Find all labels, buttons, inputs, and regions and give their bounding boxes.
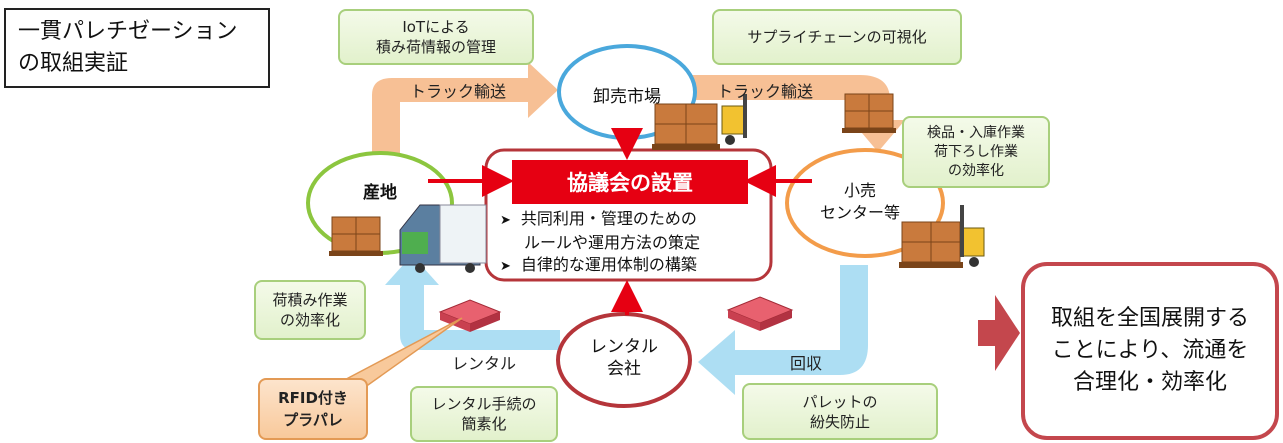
council-title: 協議会の設置 [512, 160, 748, 204]
truck-arrow-1 [372, 62, 558, 160]
diagram-title: 一貫パレチゼーション の取組実証 [4, 8, 270, 88]
council-list: 共同利用・管理のための ルールや運用方法の策定 自律的な運用体制の構築 [500, 208, 765, 278]
council-item-1-cont: ルールや運用方法の策定 [524, 233, 701, 252]
node-retail-label: 小売 センター等 [819, 181, 900, 222]
collection-arrow [698, 265, 868, 395]
council-item-1: 共同利用・管理のための [500, 208, 765, 232]
council-item-2: 自律的な運用体制の構築 [500, 254, 765, 278]
flow-rental-label: レンタル [452, 354, 517, 373]
red-pallet-right-icon [726, 296, 794, 331]
rental-arrow [385, 255, 560, 350]
node-origin-label: 産地 [363, 183, 397, 203]
note-loading: 荷積み作業 の効率化 [254, 280, 366, 340]
node-market-label: 卸売市場 [593, 87, 661, 107]
market-pallet-icon [652, 94, 747, 150]
flow-collection-label: 回収 [790, 354, 823, 373]
flow-truck-label-2: トラック輸送 [717, 82, 814, 101]
result-arrow [978, 295, 1020, 371]
retail-pallet-icon [899, 205, 985, 268]
origin-truck-icon [329, 204, 487, 273]
result-box: 取組を全国展開する ことにより、流通を 合理化・効率化 [1021, 262, 1279, 440]
flow-truck-label-1: トラック輸送 [410, 82, 507, 101]
note-rental-process: レンタル手続の 簡素化 [410, 386, 558, 442]
note-inspection: 検品・入庫作業 荷下ろし作業 の効率化 [902, 116, 1050, 188]
truck-pallet-icon [842, 93, 896, 133]
node-rental-label: レンタル 会社 [590, 337, 658, 379]
rental-circle [556, 312, 692, 408]
note-rfid: RFID付き プラパレ [258, 378, 368, 440]
note-loss-prevention: パレットの 紛失防止 [742, 383, 938, 440]
note-supply-chain: サプライチェーンの可視化 [712, 9, 962, 65]
note-iot: IoTによる 積み荷情報の管理 [338, 9, 534, 65]
